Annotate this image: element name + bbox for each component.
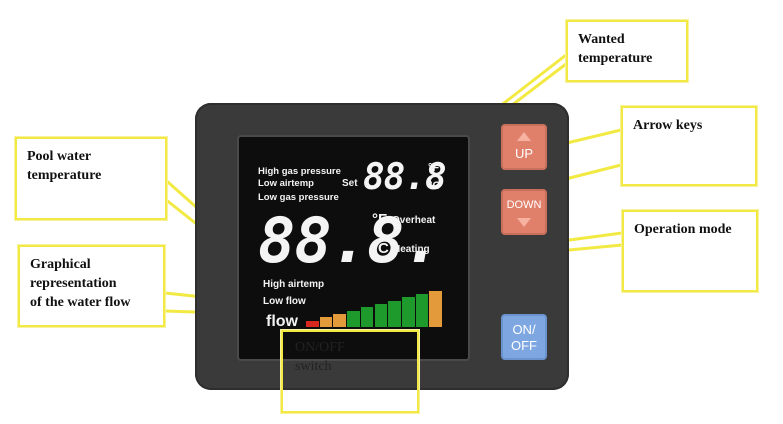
flow-bar-1 bbox=[306, 320, 319, 327]
callout-water-flow-line1: Graphical bbox=[30, 257, 91, 272]
flow-bar-6 bbox=[374, 303, 388, 327]
callout-operation-mode: Operation mode bbox=[622, 210, 758, 292]
pool-temperature-digits: 88.8. bbox=[258, 204, 441, 277]
callout-wanted-temperature: Wanted temperature bbox=[566, 20, 688, 82]
arrow-down-icon bbox=[517, 218, 531, 227]
alarm-low-airtemp: Low airtemp bbox=[258, 178, 314, 189]
callout-pool-water-line1: Pool water bbox=[27, 149, 92, 164]
flow-bar-9 bbox=[415, 294, 429, 327]
flow-bar-graph bbox=[306, 291, 442, 327]
alarm-high-gas-pressure: High gas pressure bbox=[258, 166, 341, 177]
callout-arrow-keys: Arrow keys bbox=[621, 106, 757, 186]
flow-bar-2 bbox=[319, 317, 333, 327]
main-unit-f: °F bbox=[372, 211, 388, 228]
up-button-label: UP bbox=[514, 146, 534, 161]
arrow-up-icon bbox=[517, 132, 531, 141]
set-unit-c: °C bbox=[428, 180, 441, 192]
callout-water-flow: Graphical representation of the water fl… bbox=[18, 245, 165, 327]
flow-bar-10 bbox=[429, 291, 442, 327]
down-button-label: DOWN bbox=[506, 199, 542, 211]
set-unit-f: °F bbox=[428, 162, 440, 174]
callout-water-flow-line3: of the water flow bbox=[30, 295, 131, 310]
callout-pool-water-temperature: Pool water temperature bbox=[15, 137, 167, 220]
flow-bar-3 bbox=[333, 314, 347, 327]
onoff-label-on: ON/ bbox=[512, 322, 536, 337]
callout-onoff-switch: ON/OFF switch bbox=[281, 330, 419, 413]
main-unit-c: °C bbox=[372, 240, 389, 257]
flow-bar-5 bbox=[360, 307, 374, 327]
flow-bar-7 bbox=[388, 300, 401, 327]
callout-arrow-keys-line1: Arrow keys bbox=[633, 118, 703, 133]
callout-wanted-temperature-line2: temperature bbox=[578, 51, 653, 66]
flow-bar-8 bbox=[401, 297, 415, 327]
callout-onoff-line2: switch bbox=[295, 359, 332, 374]
callout-onoff-line1: ON/OFF bbox=[295, 340, 345, 355]
callout-pool-water-line2: temperature bbox=[27, 168, 102, 183]
callout-wanted-temperature-line1: Wanted bbox=[578, 32, 625, 47]
mode-heating: Heating bbox=[393, 244, 430, 255]
up-button[interactable]: UP bbox=[501, 124, 547, 170]
alarm-low-gas-pressure: Low gas pressure bbox=[258, 192, 339, 203]
alarm-high-airtemp: High airtemp bbox=[263, 279, 325, 290]
callout-water-flow-line2: representation bbox=[30, 276, 117, 291]
onoff-button[interactable]: ON/ OFF bbox=[501, 314, 547, 360]
flow-label: flow bbox=[266, 313, 298, 330]
onoff-label-off: OFF bbox=[511, 338, 537, 353]
flow-bar-4 bbox=[347, 310, 360, 327]
set-label: Set bbox=[342, 178, 358, 189]
down-button[interactable]: DOWN bbox=[501, 189, 547, 235]
set-temperature-digits: 88.8 bbox=[363, 157, 447, 198]
alarm-low-flow: Low flow bbox=[263, 296, 306, 307]
callout-operation-mode-line1: Operation mode bbox=[634, 222, 732, 237]
mode-overheat: Overheat bbox=[392, 215, 436, 226]
